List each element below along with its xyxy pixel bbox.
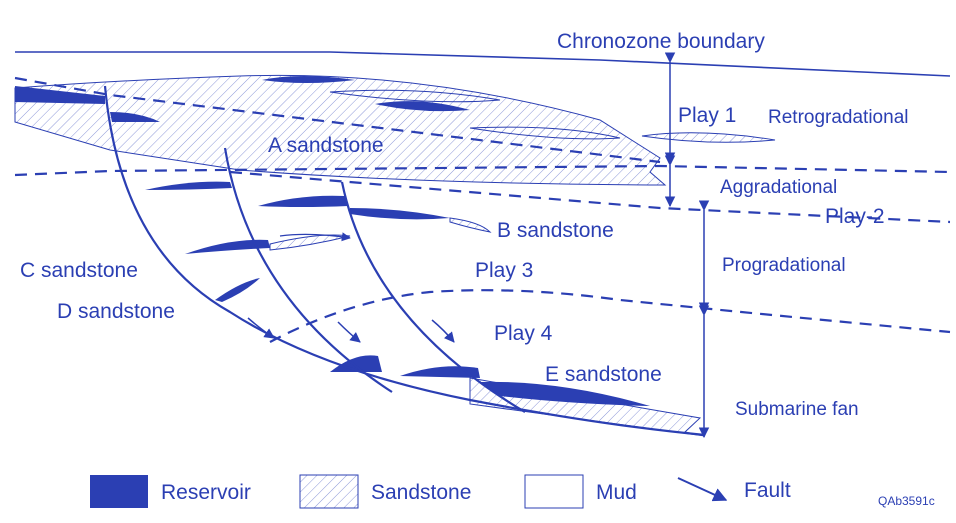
play2-boundary xyxy=(229,170,951,224)
reservoir-body xyxy=(215,278,260,302)
aggradational-boundary xyxy=(14,164,951,177)
play3-label: Play 3 xyxy=(475,259,533,282)
legend-sandstone-swatch xyxy=(299,474,359,509)
play1-lower-boundary xyxy=(14,76,661,164)
legend-fault-label: Fault xyxy=(744,479,791,502)
reservoir-body xyxy=(145,181,232,190)
e-sandstone-label: E sandstone xyxy=(545,363,662,386)
reservoir-body xyxy=(350,208,450,220)
legend-sandstone-label: Sandstone xyxy=(371,481,471,504)
fault-slip-arrow xyxy=(431,319,455,343)
reservoir-body xyxy=(375,101,470,112)
upper-sand-lens xyxy=(329,89,501,103)
play2-label: Play-2 xyxy=(825,205,885,228)
play4-label: Play 4 xyxy=(494,322,553,345)
fault-slip-arrow xyxy=(279,232,351,242)
progradational-label: Progradational xyxy=(722,255,846,276)
reservoir-body xyxy=(15,86,105,104)
reservoir-body xyxy=(262,76,355,83)
reservoir-body xyxy=(258,195,348,207)
a-sandstone-label: A sandstone xyxy=(268,134,384,157)
reservoir-body xyxy=(185,239,270,254)
upper-sand-lens xyxy=(469,126,621,140)
growth-fault xyxy=(103,85,706,437)
b-sandstone-label: B sandstone xyxy=(497,219,614,242)
legend-mud-swatch xyxy=(524,474,584,509)
reservoir-body xyxy=(480,381,650,406)
chronozone-boundary-label: Chronozone boundary xyxy=(557,30,765,53)
legend: Reservoir Sandstone Mud Fault xyxy=(90,474,791,509)
growth-fault xyxy=(340,181,526,413)
fault-slip-arrow xyxy=(247,317,275,339)
play3-play4-boundary xyxy=(269,289,951,343)
reservoir-body xyxy=(400,366,480,378)
c-sand-tongue xyxy=(269,234,351,251)
reservoir-body xyxy=(330,355,382,372)
legend-reservoir-label: Reservoir xyxy=(161,481,251,504)
growth-fault xyxy=(223,147,393,393)
upper-sand-lens xyxy=(641,132,776,143)
figure-code-label: QAb3591c xyxy=(878,494,935,508)
legend-fault-symbol xyxy=(677,477,728,502)
play1-label: Play 1 xyxy=(678,104,736,127)
d-sandstone-label: D sandstone xyxy=(57,300,175,323)
retrogradational-label: Retrogradational xyxy=(768,107,908,128)
reservoir-body xyxy=(110,112,160,122)
fault-slip-arrow xyxy=(337,321,361,343)
c-sandstone-label: C sandstone xyxy=(20,259,138,282)
aggradational-label: Aggradational xyxy=(720,177,837,198)
chronozone-boundary-line xyxy=(15,51,951,77)
legend-reservoir-swatch xyxy=(90,475,148,508)
submarine-fan-label: Submarine fan xyxy=(735,399,859,420)
legend-mud-label: Mud xyxy=(596,481,637,504)
b-sand-tongue xyxy=(449,217,492,233)
